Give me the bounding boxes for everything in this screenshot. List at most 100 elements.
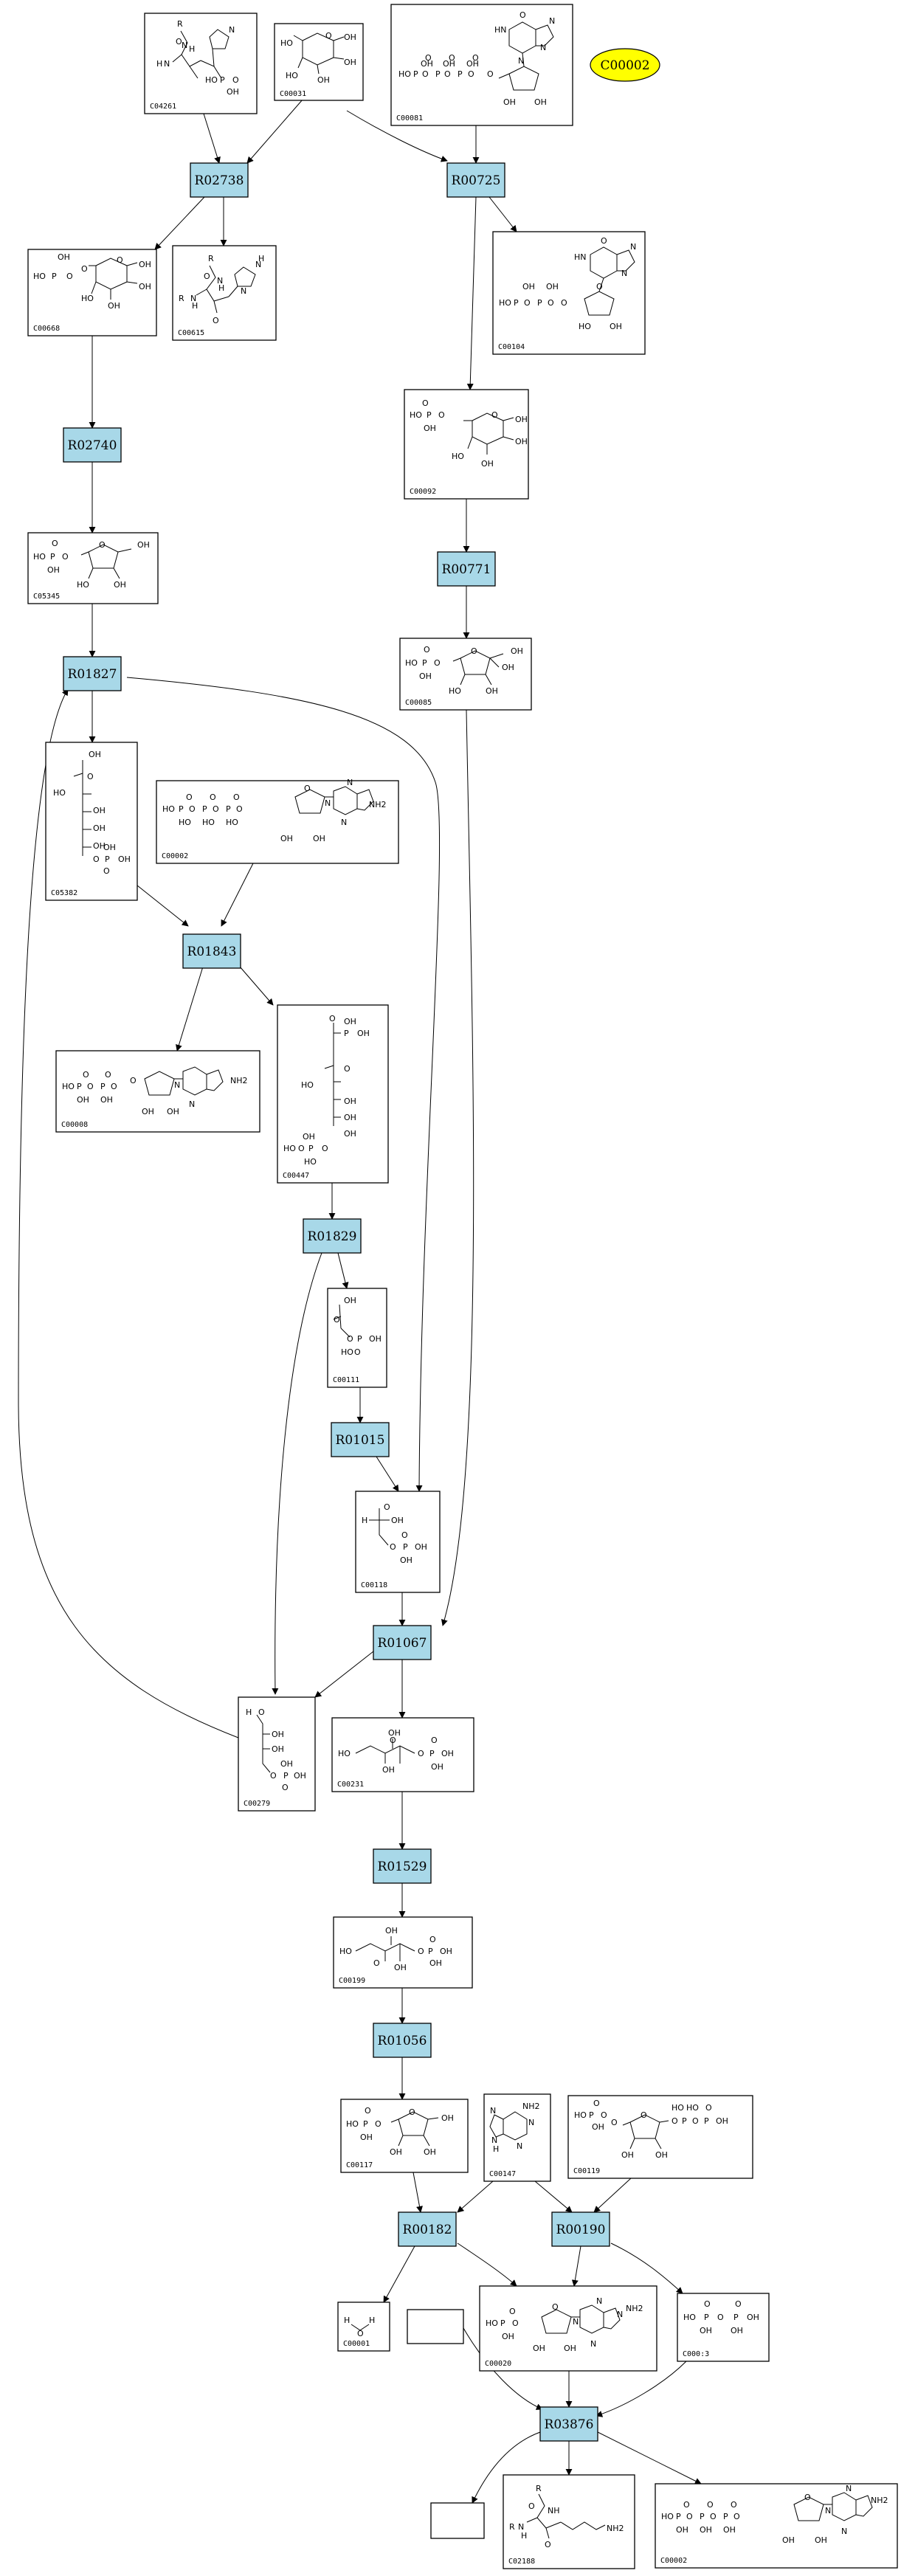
svg-text:OH: OH bbox=[93, 806, 106, 815]
compound-c00111[interactable]: OH O O P OH HO O C00111 bbox=[327, 1288, 387, 1388]
svg-text:OH: OH bbox=[272, 1730, 284, 1739]
compound-c00668[interactable]: OH HO P O O O HO OH OH OH C00668 bbox=[27, 249, 157, 336]
reaction-r01827[interactable]: R01827 bbox=[63, 656, 122, 691]
svg-text:N: N bbox=[491, 2135, 497, 2145]
compound-c00020[interactable]: NH2 O N N HO P O O N OH OH OH N C00020 bbox=[479, 2285, 657, 2372]
edge-r01829-c00279 bbox=[272, 1252, 322, 1695]
compound-c00615[interactable]: R O N H R N H O N H N C00615 bbox=[172, 245, 277, 341]
svg-text:OH: OH bbox=[344, 1129, 356, 1139]
svg-text:OH: OH bbox=[344, 1017, 356, 1026]
compound-c00231[interactable]: OH O HO O P OH O OH OH C00231 bbox=[331, 1717, 474, 1792]
svg-text:H: H bbox=[156, 59, 162, 69]
svg-text:O: O bbox=[384, 1502, 390, 1512]
svg-text:OH: OH bbox=[441, 2113, 454, 2123]
compound-c05345[interactable]: O HO P O OH O OH HO OH C05345 bbox=[27, 532, 159, 604]
svg-text:O: O bbox=[731, 2500, 737, 2510]
compound-c00118[interactable]: O H OH O P OH OH O C00118 bbox=[355, 1491, 441, 1593]
svg-text:P: P bbox=[52, 272, 57, 281]
edge-r01843-c00008 bbox=[176, 966, 204, 1052]
svg-text:O: O bbox=[270, 1771, 277, 1781]
compound-box bbox=[172, 245, 277, 341]
svg-text:R: R bbox=[177, 19, 183, 29]
svg-text:OH: OH bbox=[280, 1759, 293, 1769]
reaction-r01529[interactable]: R01529 bbox=[373, 1848, 432, 1884]
svg-text:O: O bbox=[717, 2313, 724, 2322]
compound-c00119[interactable]: HO HO O P O P OH O HO P O OH O O O OH OH… bbox=[567, 2095, 753, 2179]
reaction-r01056[interactable]: R01056 bbox=[373, 2023, 432, 2058]
reaction-r01843[interactable]: R01843 bbox=[182, 933, 241, 969]
reaction-r01829[interactable]: R01829 bbox=[303, 1218, 362, 1254]
reaction-label: R01829 bbox=[308, 1229, 357, 1244]
svg-text:H: H bbox=[344, 2316, 350, 2325]
compound-unlabeled-bottom[interactable] bbox=[430, 2502, 485, 2539]
compound-c00447[interactable]: O P OH OH O HO OH OH OH HO O P OH HO O C… bbox=[277, 1004, 389, 1184]
svg-text:OH: OH bbox=[313, 834, 325, 843]
compound-c00147[interactable]: NH2 N N N N H C00147 bbox=[483, 2093, 551, 2182]
compound-c04261[interactable]: R O H N H N HO P O OH N C04261 bbox=[144, 13, 258, 114]
svg-text:O: O bbox=[375, 2119, 382, 2129]
compound-unlabeled-upper[interactable] bbox=[407, 2309, 464, 2344]
reaction-r01067[interactable]: R01067 bbox=[373, 1625, 432, 1660]
structure-c00031: HO O OH HO OH OH bbox=[280, 31, 356, 85]
compound-label: C00118 bbox=[361, 1581, 387, 1589]
svg-text:P: P bbox=[435, 69, 441, 79]
compound-c00279[interactable]: H O OH OH O OH P OH O C00279 bbox=[238, 1696, 316, 1812]
svg-text:HO: HO bbox=[683, 2313, 696, 2322]
compound-c02188[interactable]: R O NH R N H O NH2 C02188 bbox=[503, 2474, 635, 2569]
svg-text:OH: OH bbox=[167, 1107, 179, 1116]
svg-text:OH: OH bbox=[317, 75, 330, 85]
reaction-box bbox=[331, 1422, 390, 1457]
highlight-c00002[interactable]: C00002 bbox=[590, 48, 660, 82]
reaction-label: R01015 bbox=[336, 1433, 385, 1448]
svg-text:O: O bbox=[401, 1530, 408, 1540]
compound-c00085[interactable]: O HO P O OH O OH HO OH OH C00085 bbox=[399, 638, 532, 711]
svg-text:HO: HO bbox=[405, 658, 418, 668]
reaction-r01015[interactable]: R01015 bbox=[331, 1422, 390, 1457]
compound-c00104[interactable]: O HN N N OH OH HO P O P O O O HO OH C001… bbox=[492, 231, 646, 355]
reaction-r00190[interactable]: R00190 bbox=[551, 2211, 610, 2247]
reaction-r02738[interactable]: R02738 bbox=[190, 162, 249, 198]
svg-text:O: O bbox=[103, 866, 110, 876]
compound-c00001[interactable]: H O H C00001 bbox=[337, 2302, 390, 2352]
svg-text:O: O bbox=[733, 2512, 740, 2521]
svg-text:O: O bbox=[422, 398, 429, 408]
compound-c00199[interactable]: OH O HO O P OH O OH OH C00199 bbox=[333, 1916, 473, 1989]
compound-c00031[interactable]: HO O OH HO OH OH C00031 bbox=[274, 23, 364, 101]
svg-text:O: O bbox=[365, 2106, 371, 2116]
svg-text:N: N bbox=[518, 56, 524, 66]
reaction-r00182[interactable]: R00182 bbox=[398, 2211, 457, 2247]
reaction-r03876[interactable]: R03876 bbox=[539, 2406, 598, 2442]
svg-text:OH: OH bbox=[815, 2535, 827, 2545]
compound-c00092[interactable]: O HO P O OH O OH HO OH OH C00092 bbox=[404, 389, 529, 500]
reaction-r02740[interactable]: R02740 bbox=[63, 427, 122, 463]
svg-text:OH: OH bbox=[344, 1097, 356, 1106]
svg-text:O: O bbox=[468, 69, 474, 79]
svg-text:P: P bbox=[283, 1771, 289, 1781]
svg-text:O: O bbox=[601, 236, 607, 246]
structure-c00085: O HO P O OH O OH HO OH OH bbox=[405, 645, 523, 696]
svg-text:N: N bbox=[347, 778, 353, 787]
compound-label: C00020 bbox=[485, 2360, 511, 2368]
svg-text:HO: HO bbox=[339, 1947, 352, 1956]
svg-text:OH: OH bbox=[400, 1555, 412, 1565]
svg-text:OH: OH bbox=[344, 32, 356, 42]
svg-text:O: O bbox=[431, 1736, 438, 1745]
structure-c00147: NH2 N N N N H bbox=[489, 2102, 540, 2154]
svg-text:OH: OH bbox=[77, 1095, 89, 1105]
compound-c00117[interactable]: O HO P O O OH OH OH OH C00117 bbox=[340, 2099, 469, 2173]
reaction-label: R02740 bbox=[68, 438, 117, 453]
compound-c00002[interactable]: O O O NH2 HO P O P O P O O N HO HO HO N … bbox=[156, 778, 399, 864]
compound-c00013[interactable]: O O HO P O P OH OH OH C000:3 bbox=[677, 2293, 770, 2362]
compound-c00002-bottom[interactable]: O O O NH2 HO P O P O P O O N OH OH OH N … bbox=[655, 2483, 898, 2569]
svg-text:P: P bbox=[700, 2512, 705, 2521]
reaction-box bbox=[373, 1848, 432, 1884]
compound-c00081[interactable]: O HN N N N O O O OH OH OH HO P O P O P O… bbox=[390, 4, 573, 126]
compound-c05382[interactable]: OH O HO OH OH OH O P OH OH O C05382 bbox=[45, 742, 138, 901]
edge-r00725-c00104 bbox=[489, 196, 517, 232]
reaction-r00771[interactable]: R00771 bbox=[437, 551, 496, 587]
compound-c00008[interactable]: O O NH2 HO P O P O O N OH OH OH OH N C00… bbox=[55, 1050, 260, 1133]
compound-label: C00147 bbox=[489, 2170, 516, 2178]
reaction-r00725[interactable]: R00725 bbox=[446, 162, 505, 198]
svg-text:N: N bbox=[217, 276, 223, 286]
